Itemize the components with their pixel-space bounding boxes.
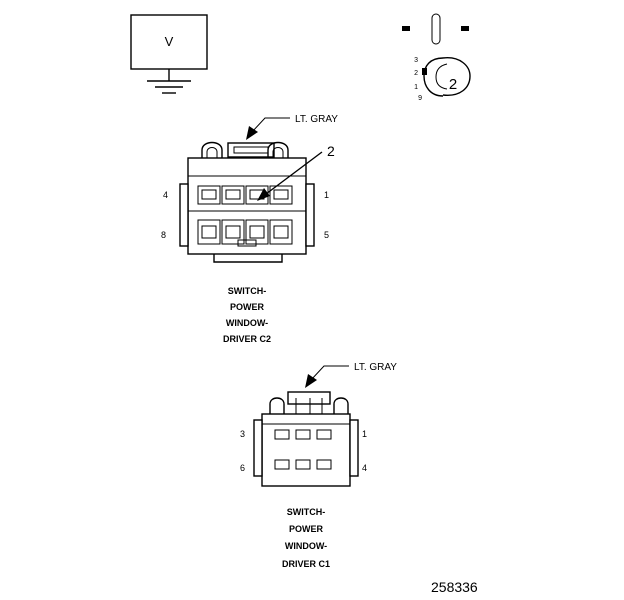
c2-bottom-key bbox=[213, 254, 283, 263]
terminal-view-label: 2 bbox=[449, 76, 457, 93]
terminal-pin-number: 3 bbox=[414, 57, 418, 64]
terminal-pin-number: 2 bbox=[414, 70, 418, 77]
c2-pin-number: 4 bbox=[163, 190, 168, 200]
c1-color-label: LT. GRAY bbox=[354, 362, 397, 373]
terminal-pin-marker bbox=[422, 68, 427, 75]
c1-caption-line: POWER bbox=[289, 524, 324, 534]
c1-left-rail bbox=[253, 419, 263, 477]
c2-color-arrowhead bbox=[246, 126, 258, 140]
c2-caption-line: WINDOW- bbox=[226, 318, 268, 328]
c2-pin-callout-leader bbox=[265, 151, 323, 195]
c1-right-rail bbox=[349, 419, 359, 477]
connector-c2: LT. GRAY bbox=[161, 114, 338, 344]
c1-latch bbox=[287, 391, 331, 405]
figure-number: 258336 bbox=[431, 579, 478, 595]
c1-caption-line: WINDOW- bbox=[285, 541, 327, 551]
c2-latch bbox=[227, 142, 275, 158]
c2-pin-callout: 2 bbox=[327, 143, 335, 159]
c1-right-hump bbox=[333, 397, 349, 414]
c1-caption-line: DRIVER C1 bbox=[282, 559, 330, 569]
connector-c1: LT. GRAY 3 1 6 4 SWITCH- bbox=[240, 362, 397, 569]
c1-color-arrowhead bbox=[305, 374, 317, 388]
terminal-slot bbox=[431, 13, 441, 45]
c1-cavity-row-top bbox=[274, 429, 332, 440]
c2-pin-number: 1 bbox=[324, 190, 329, 200]
c1-pin-number: 3 bbox=[240, 429, 245, 439]
c1-pin-number: 4 bbox=[362, 463, 367, 473]
terminal-pin-number: 9 bbox=[418, 95, 422, 102]
c1-pin-number: 6 bbox=[240, 463, 245, 473]
c1-pin-number: 1 bbox=[362, 429, 367, 439]
c2-left-rail bbox=[179, 183, 189, 247]
c2-left-hump bbox=[201, 141, 223, 176]
c2-pin-callout-arrowhead bbox=[257, 188, 270, 201]
c2-pin-number: 8 bbox=[161, 230, 166, 240]
c1-body bbox=[261, 413, 351, 487]
c2-color-leader bbox=[251, 117, 290, 133]
c1-cavity-row-bottom bbox=[274, 459, 332, 470]
c2-color-label: LT. GRAY bbox=[295, 114, 338, 125]
c1-left-hump bbox=[269, 397, 285, 414]
c2-caption-line: POWER bbox=[230, 302, 265, 312]
c2-cavity-row-bottom bbox=[197, 219, 293, 247]
terminal-pin-number: 1 bbox=[414, 84, 418, 91]
voltmeter-box bbox=[130, 14, 208, 70]
c2-right-hump bbox=[267, 141, 289, 176]
c1-caption-line: SWITCH- bbox=[287, 507, 326, 517]
c2-caption-line: DRIVER C2 bbox=[223, 334, 271, 344]
voltmeter-symbol: V bbox=[130, 14, 208, 94]
terminal-view: 2 3 2 1 9 bbox=[402, 13, 471, 102]
terminal-clip-icon bbox=[423, 57, 444, 97]
c2-caption-line: SWITCH- bbox=[228, 286, 267, 296]
terminal-marker-left bbox=[402, 26, 410, 31]
c2-right-rail bbox=[305, 183, 315, 247]
voltmeter-label: V bbox=[165, 34, 174, 49]
ground-icon bbox=[147, 80, 191, 94]
c1-color-leader bbox=[310, 365, 349, 381]
terminal-marker-right bbox=[461, 26, 469, 31]
c2-pin-number: 5 bbox=[324, 230, 329, 240]
c2-cavity-row-top bbox=[197, 185, 293, 205]
